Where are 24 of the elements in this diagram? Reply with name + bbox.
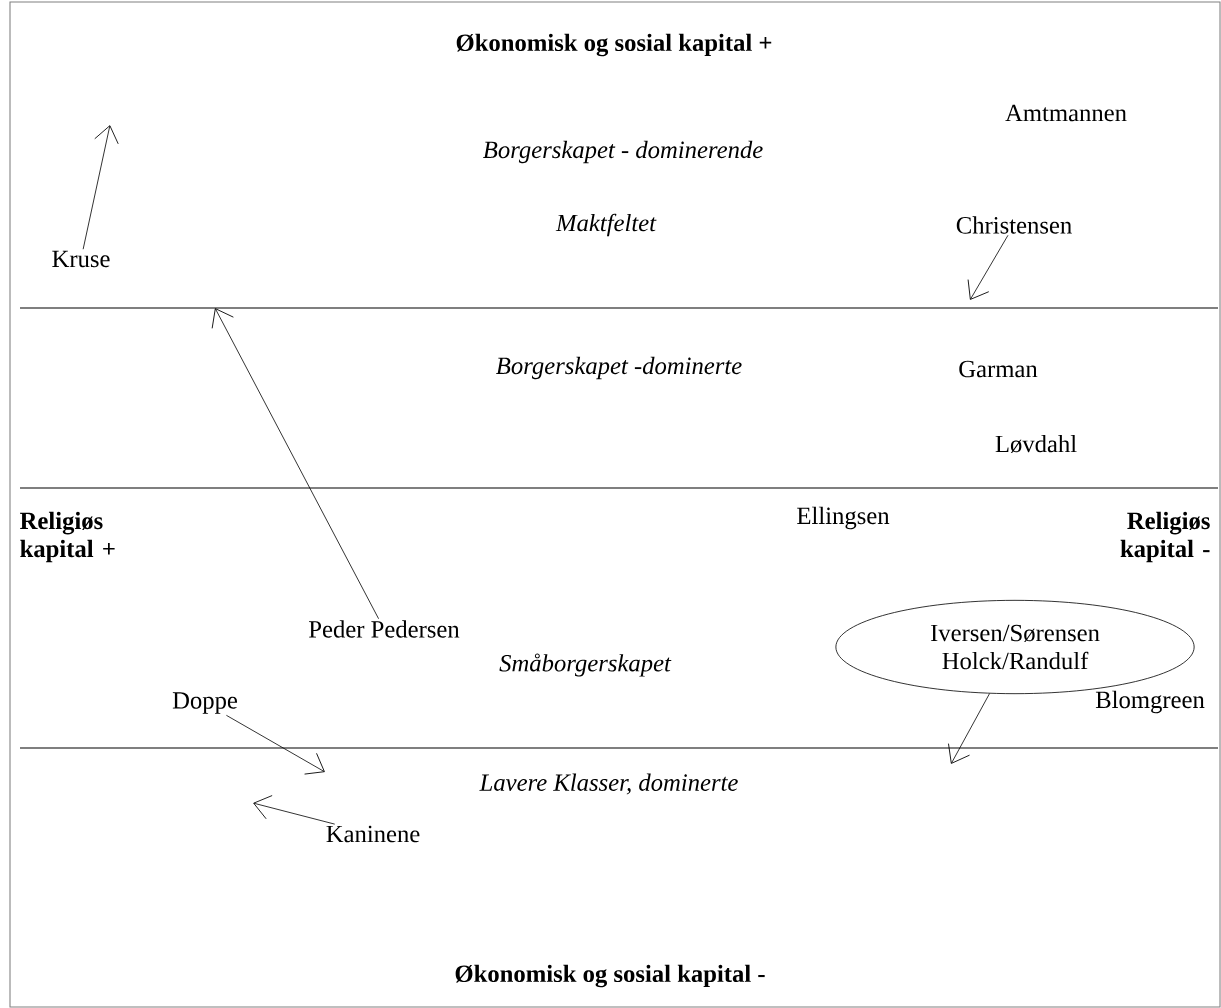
arrow bbox=[226, 714, 325, 775]
class-label: Borgerskapet - dominerende bbox=[483, 140, 763, 164]
class-label: Maktfeltet bbox=[555, 213, 657, 237]
name-label: Løvdahl bbox=[995, 434, 1077, 454]
class-label: Lavere Klasser, dominerte bbox=[479, 773, 738, 795]
name-label: Ellingsen bbox=[797, 506, 890, 530]
arrow bbox=[967, 234, 1009, 300]
axis-label: Religiøs kapital + bbox=[20, 511, 115, 563]
arrow bbox=[253, 795, 336, 825]
name-label: Garman bbox=[959, 360, 1038, 378]
arrow bbox=[82, 125, 119, 250]
heading: Økonomisk og sosial kapital + bbox=[456, 33, 772, 57]
name-label: Peder Pedersen bbox=[309, 620, 460, 638]
name-label: Kruse bbox=[52, 250, 110, 268]
axis-label: Religiøs kapital - bbox=[1120, 511, 1210, 563]
arrow bbox=[211, 308, 379, 620]
name-label: Kaninene bbox=[326, 825, 420, 843]
name-label: Doppe bbox=[172, 692, 238, 714]
axis-label: Økonomisk og sosial kapital - bbox=[455, 964, 765, 988]
class-label: Borgerskapet -dominerte bbox=[496, 356, 742, 380]
name-label: Christensen bbox=[956, 216, 1072, 234]
name-label: Amtmannen bbox=[1005, 104, 1127, 122]
arrow bbox=[948, 693, 990, 764]
class-label: Småborgerskapet bbox=[499, 653, 672, 677]
